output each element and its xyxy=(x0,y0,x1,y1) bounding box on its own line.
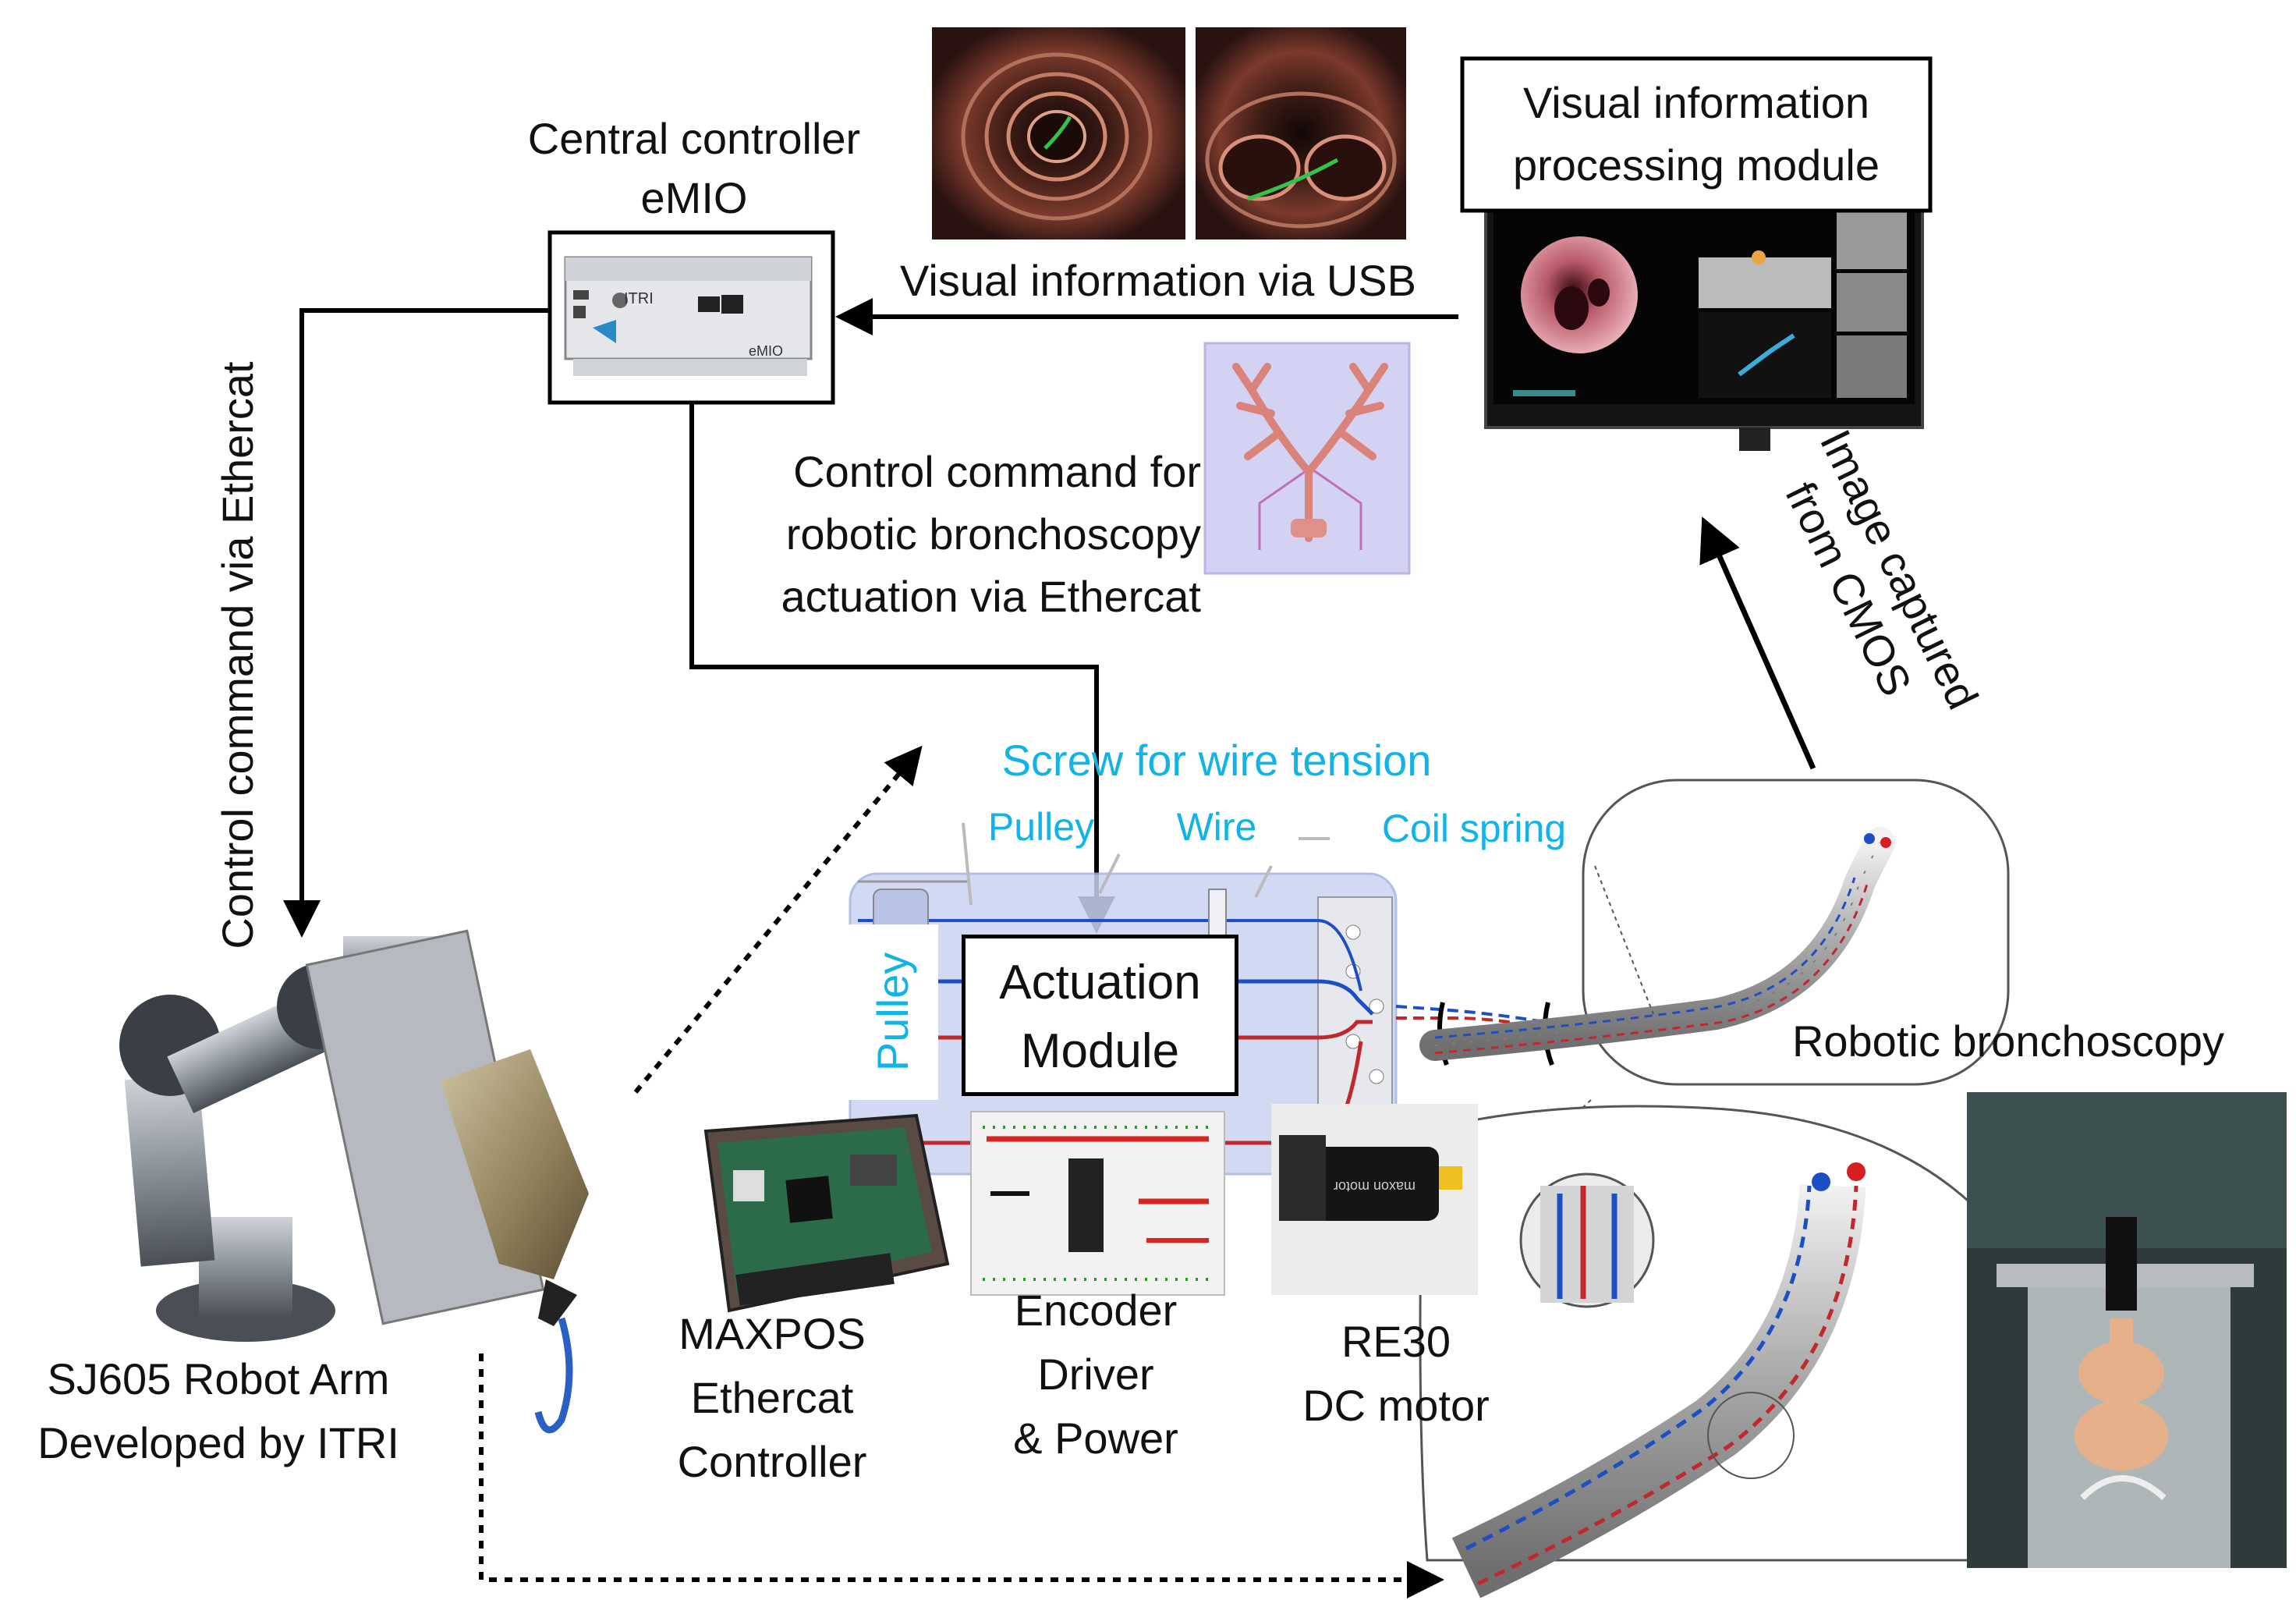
visual-module-label-2: processing module xyxy=(1512,140,1880,190)
wire-label: Wire xyxy=(1176,805,1257,849)
pulley-top-label: Pulley xyxy=(987,805,1095,849)
arrow-dotted-upper xyxy=(633,745,923,1094)
control-cmd-label-2: robotic bronchoscopy xyxy=(785,509,1201,559)
arrow-to-robot-arm xyxy=(283,308,550,938)
control-cmd-arm-label: Control command via Ethercat xyxy=(213,361,262,949)
encoder-label-2: Driver xyxy=(1037,1350,1154,1399)
monitor-screen xyxy=(1484,200,1924,451)
screw-label: Screw for wire tension xyxy=(1001,736,1432,785)
bronchoscope-zoom-bottom xyxy=(1419,1105,1986,1598)
airway-tree-3d xyxy=(1203,342,1411,575)
endoscope-view-1 xyxy=(932,27,1185,239)
actuation-label-2: Module xyxy=(1020,1024,1180,1078)
visual-module-label-1: Visual information xyxy=(1522,78,1870,127)
re30-label-2: DC motor xyxy=(1302,1381,1490,1430)
encoder-label-1: Encoder xyxy=(1014,1286,1178,1335)
control-cmd-label-3: actuation via Ethercat xyxy=(781,572,1201,621)
robotic-bronchoscopy-label: Robotic bronchoscopy xyxy=(1791,1016,2225,1066)
arrow-image-captured xyxy=(1699,516,1816,770)
arrow-dotted-lower xyxy=(479,1353,1444,1598)
maxpos-label-2: Ethercat xyxy=(690,1373,854,1422)
motor-brand-text: maxon motor xyxy=(1334,1179,1416,1194)
visual-usb-label: Visual information via USB xyxy=(900,256,1416,305)
lab-setup-photo xyxy=(1967,1092,2287,1568)
encoder-label-3: & Power xyxy=(1013,1414,1178,1463)
arrow-to-actuation xyxy=(689,403,1115,934)
robot-arm-render xyxy=(119,929,589,1434)
breadboard xyxy=(970,1111,1225,1296)
maxpos-board xyxy=(703,1113,950,1313)
coil-pointer xyxy=(1254,865,1273,898)
actuation-module-box xyxy=(962,935,1238,1096)
maxpos-label-3: Controller xyxy=(677,1437,867,1486)
central-controller-label: Central controller xyxy=(527,114,861,163)
dc-motor xyxy=(1271,1104,1478,1295)
control-cmd-label-1: Control command for xyxy=(793,447,1201,496)
emio-mio-text: eMIO xyxy=(749,343,784,359)
robot-arm-label-2: Developed by ITRI xyxy=(37,1418,399,1467)
visual-module-box xyxy=(1460,56,1933,213)
emio-controller xyxy=(547,230,835,405)
emio-brand-text: ITRI xyxy=(624,290,654,307)
bronchoscope-zoom-top xyxy=(1419,779,2010,1187)
re30-label-1: RE30 xyxy=(1341,1317,1451,1366)
pulley-vertical-label: Pulley xyxy=(868,952,917,1072)
robot-arm-label-1: SJ605 Robot Arm xyxy=(47,1354,390,1403)
emio-label: eMIO xyxy=(640,173,748,222)
actuation-label-1: Actuation xyxy=(999,956,1201,1009)
coil-spring-label: Coil spring xyxy=(1381,807,1567,850)
wire-pointer xyxy=(1098,853,1121,894)
pulley-pointer xyxy=(962,822,973,906)
maxpos-label-1: MAXPOS xyxy=(679,1309,866,1358)
pulley-panel xyxy=(846,924,938,1100)
endoscope-view-2 xyxy=(1196,27,1406,239)
